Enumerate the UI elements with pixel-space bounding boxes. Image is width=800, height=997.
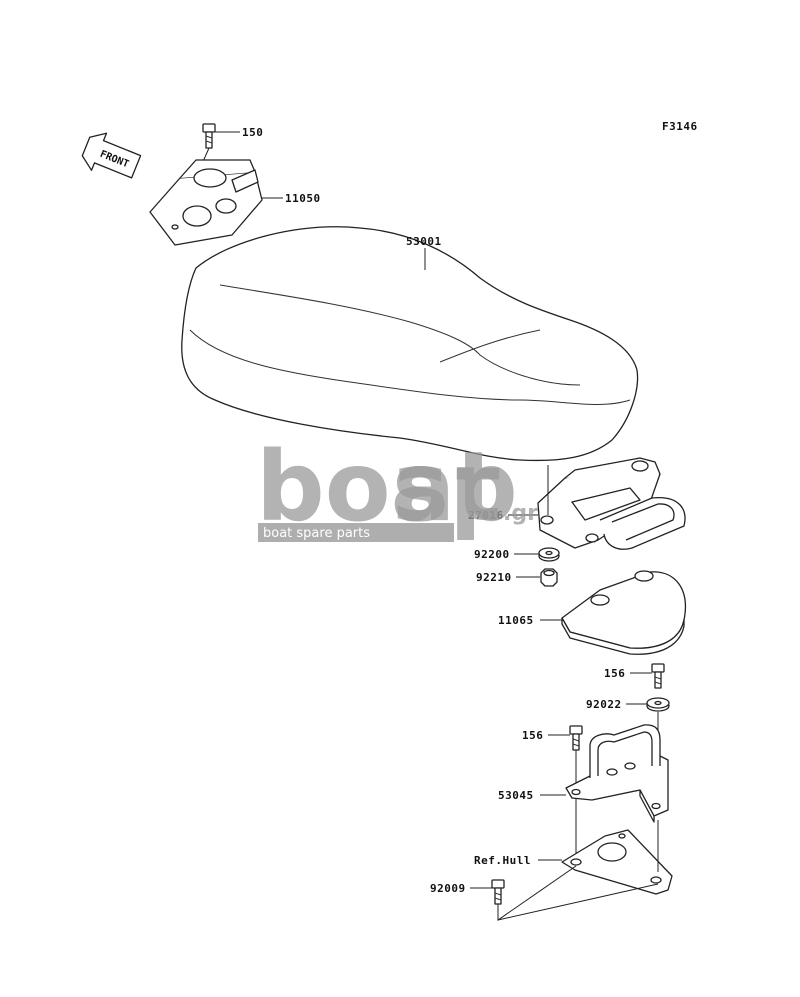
mount-27016-icon (537, 457, 686, 550)
bolt-92009-icon (491, 879, 505, 905)
figure-code: F3146 (662, 120, 698, 133)
hull-plate-icon (561, 829, 673, 895)
label-92009: 92009 (430, 882, 466, 895)
bolt-150-icon (202, 123, 216, 149)
label-150: 150 (242, 126, 263, 139)
bolt-156-lower-icon (569, 725, 583, 751)
watermark-tagline: boat spare parts (263, 526, 370, 541)
watermark: boat sp .gr boat spare parts (256, 431, 538, 543)
washer-92022-icon (646, 697, 670, 712)
label-ref-hull: Ref.Hull (474, 854, 531, 867)
label-156-upper: 156 (604, 667, 625, 680)
watermark-suffix: .gr (503, 501, 538, 526)
label-92200: 92200 (474, 548, 510, 561)
label-92210: 92210 (476, 571, 512, 584)
label-156-lower: 156 (522, 729, 543, 742)
label-27016: 27016 (468, 509, 504, 522)
nut-92210-icon (540, 568, 558, 587)
watermark-tagline-bg (258, 523, 454, 542)
cover-11065-icon (561, 570, 686, 655)
front-arrow-icon: FRONT (81, 132, 142, 179)
label-11065: 11065 (498, 614, 534, 627)
label-92022: 92022 (586, 698, 622, 711)
washer-92200-icon (538, 547, 560, 562)
bracket-11050-icon (149, 159, 263, 246)
label-53001: 53001 (406, 235, 442, 248)
seat-53001-icon (181, 226, 639, 462)
bracket-53045-icon (565, 724, 669, 823)
label-53045: 53045 (498, 789, 534, 802)
bolt-156-upper-icon (651, 663, 665, 689)
label-11050: 11050 (285, 192, 321, 205)
